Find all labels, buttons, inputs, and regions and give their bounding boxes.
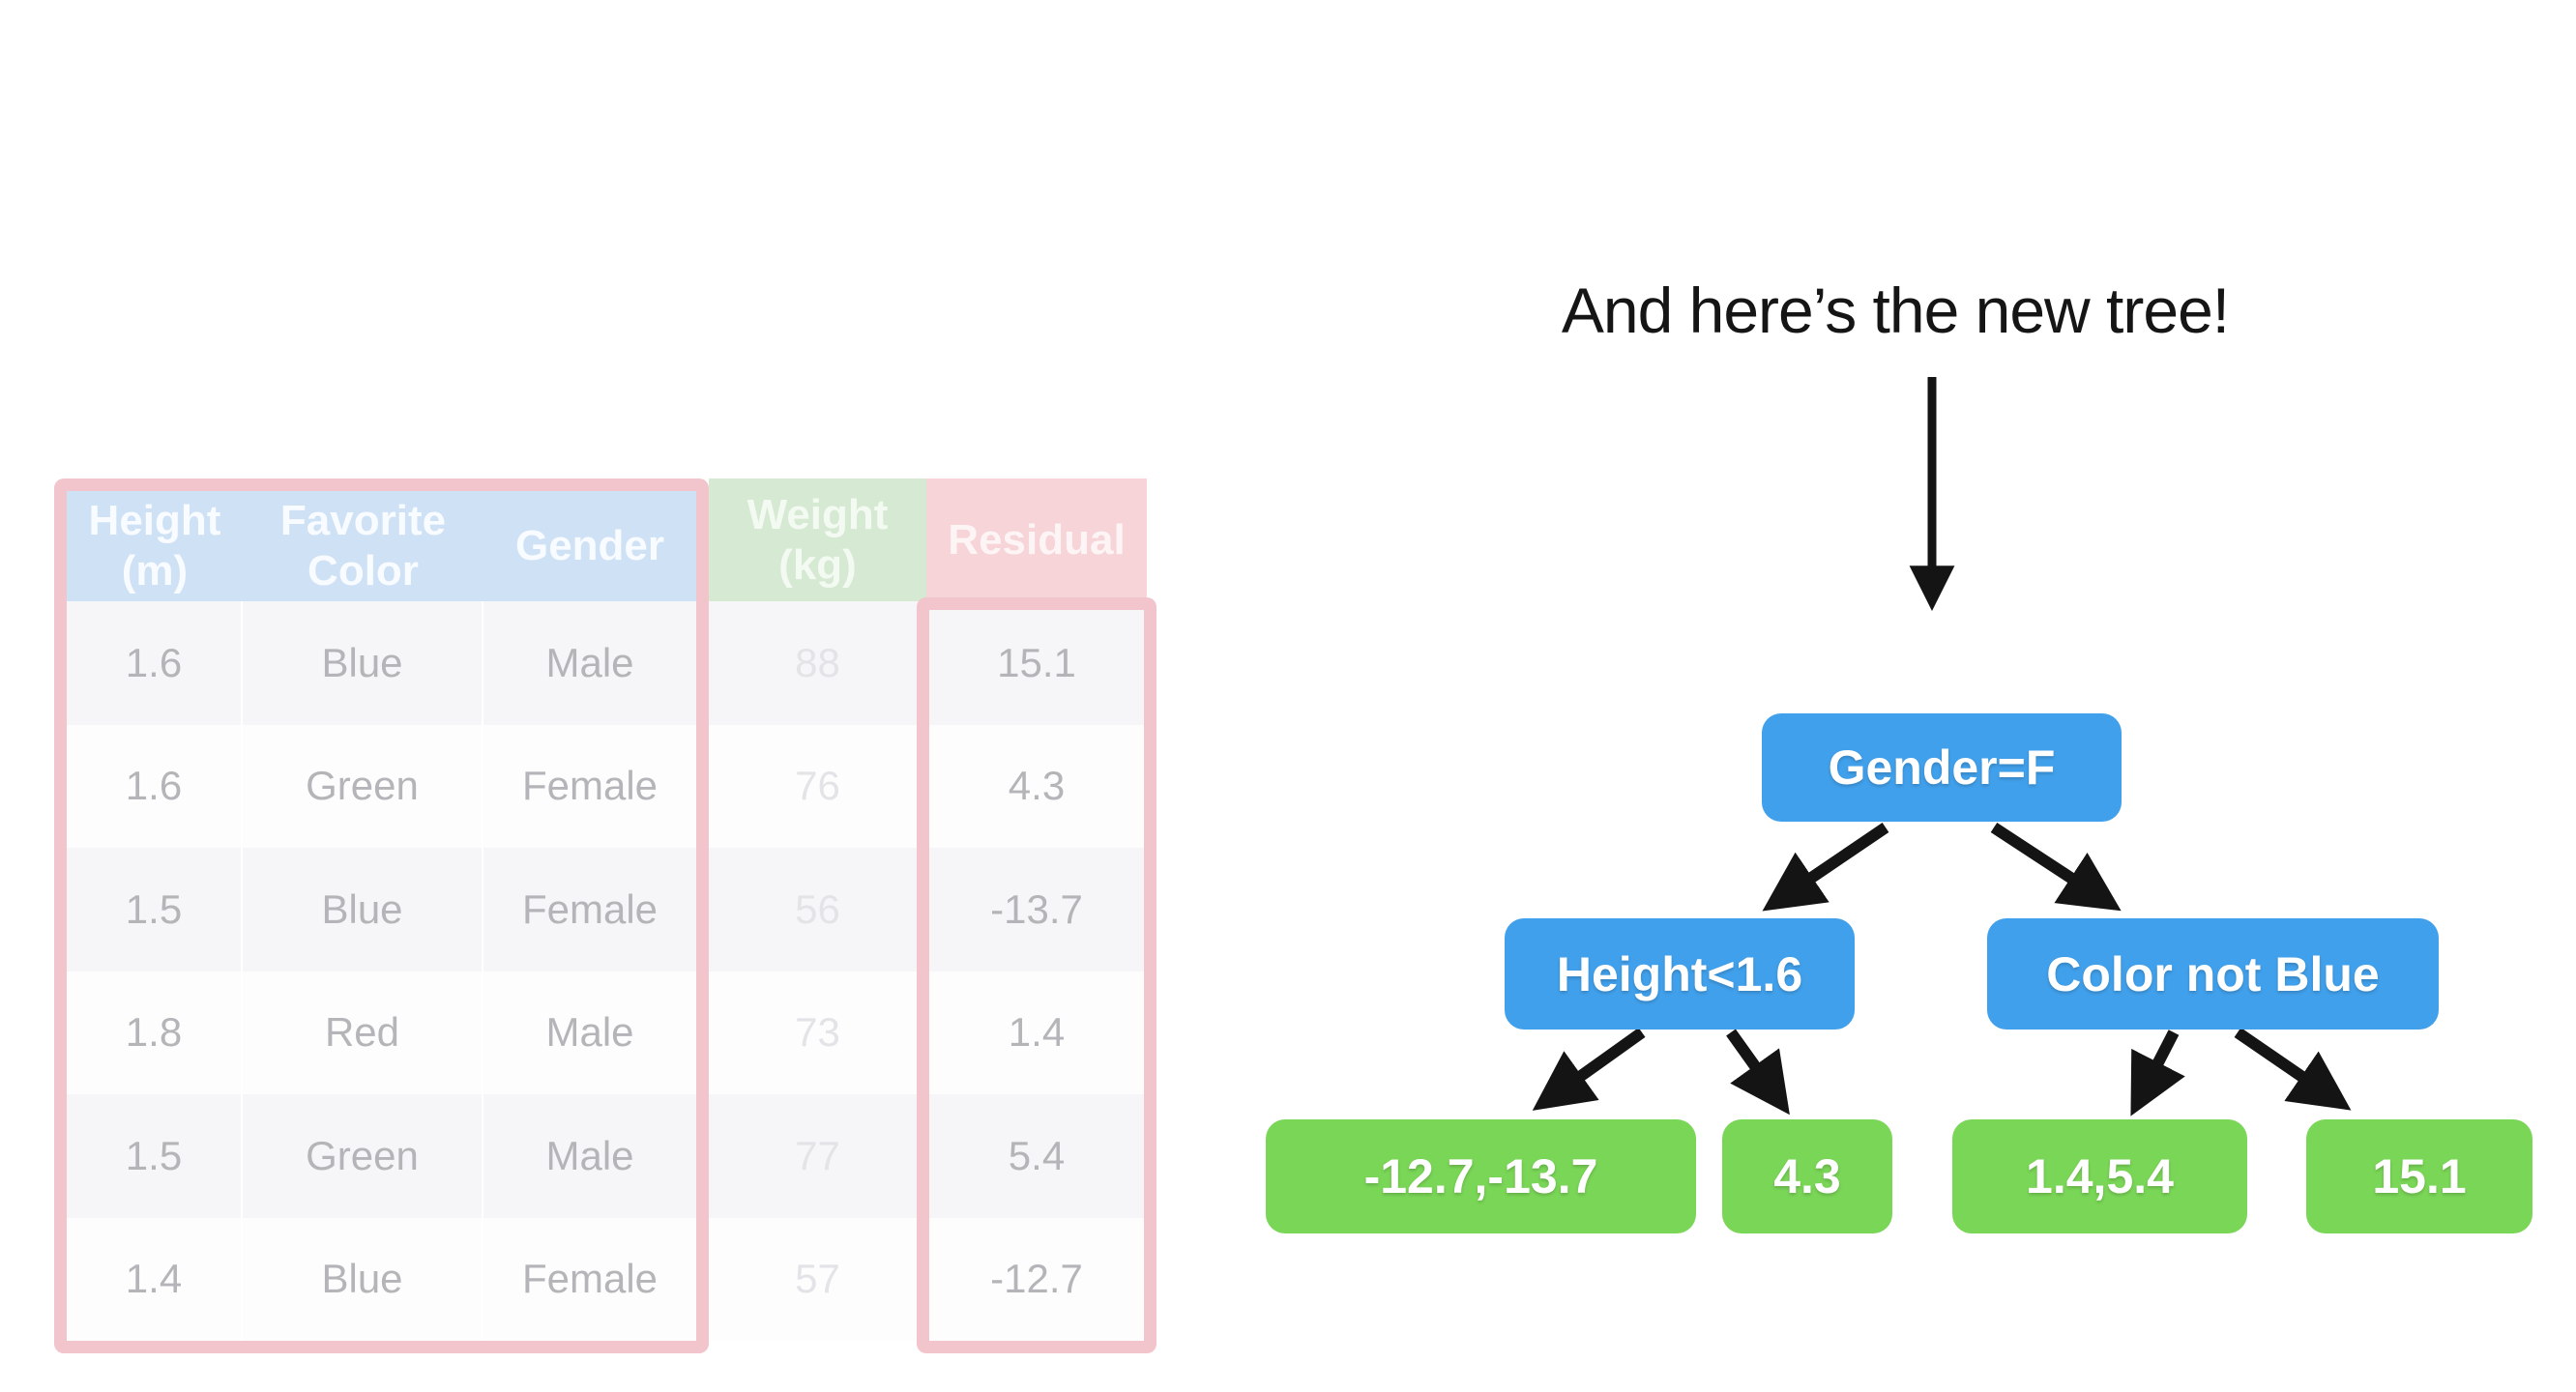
table-cell: -13.7: [926, 848, 1147, 972]
header-line: (m): [121, 547, 189, 594]
header-line: Favorite: [279, 497, 447, 544]
tree-node-right-child: Color not Blue: [1987, 918, 2439, 1030]
arrow-root-to-right-child: [1990, 822, 2122, 912]
table-column-favorite-color: Favorite Color Blue Green Blue Red Green…: [243, 491, 483, 1341]
table-cell: Male: [483, 601, 696, 725]
header-line: Weight: [746, 490, 889, 538]
table-cell: Blue: [243, 1217, 483, 1341]
table-cell: 1.5: [67, 848, 243, 972]
header-line: Color: [307, 547, 419, 594]
table-cell: 77: [709, 1094, 926, 1218]
table-column-residual: Residual 15.1 4.3 -13.7 1.4 5.4 -12.7: [926, 478, 1147, 1341]
arrow-left-child-to-leaf-2: [1726, 1029, 1790, 1116]
table-cell: 56: [709, 848, 926, 972]
table-cell: Female: [483, 1217, 696, 1341]
column-header-height: Height (m): [67, 491, 243, 601]
tree-leaf-4: 15.1: [2306, 1119, 2532, 1233]
table-cell: Blue: [243, 848, 483, 972]
table-cell: Female: [483, 848, 696, 972]
table-cell: 5.4: [926, 1094, 1147, 1218]
table-cell: 1.5: [67, 1094, 243, 1218]
table-cell: 15.1: [926, 601, 1147, 725]
table-cell: 76: [709, 724, 926, 848]
table-cell: 1.8: [67, 971, 243, 1094]
tree-leaf-2: 4.3: [1722, 1119, 1892, 1233]
table-column-height: Height (m) 1.6 1.6 1.5 1.8 1.5 1.4: [67, 491, 243, 1341]
table-cell: 73: [709, 971, 926, 1094]
arrow-right-child-to-leaf-3: [2130, 1030, 2185, 1116]
header-line: Gender: [514, 522, 665, 569]
table-cell: 1.4: [926, 971, 1147, 1094]
tree-leaf-3: 1.4,5.4: [1952, 1119, 2247, 1233]
table-cell: Green: [243, 724, 483, 848]
arrow-root-to-left-child: [1762, 823, 1889, 912]
table-cell: 1.4: [67, 1217, 243, 1341]
table-cell: Blue: [243, 601, 483, 725]
arrow-left-child-to-leaf-1: [1532, 1028, 1646, 1111]
column-header-weight: Weight (kg): [709, 478, 926, 601]
table-cell: Red: [243, 971, 483, 1094]
tree-node-left-child: Height<1.6: [1505, 918, 1855, 1030]
table-cell: -12.7: [926, 1217, 1147, 1341]
arrow-right-child-to-leaf-4: [2234, 1028, 2352, 1111]
tree-caption: And here’s the new tree!: [1561, 275, 2230, 346]
table-column-weight: Weight (kg) 88 76 56 73 77 57: [709, 478, 926, 1341]
header-line: Height: [88, 497, 221, 544]
tree-leaf-1: -12.7,-13.7: [1266, 1119, 1696, 1233]
table-cell: 1.6: [67, 724, 243, 848]
table-cell: Green: [243, 1094, 483, 1218]
table-cell: 57: [709, 1217, 926, 1341]
table-cell: Female: [483, 724, 696, 848]
table-column-gender: Gender Male Female Female Male Male Fema…: [483, 491, 696, 1341]
header-line: (kg): [778, 540, 857, 589]
header-line: Residual: [948, 515, 1126, 564]
table-cell: 4.3: [926, 724, 1147, 848]
tree-node-root: Gender=F: [1762, 713, 2122, 822]
column-header-residual: Residual: [926, 478, 1147, 601]
column-header-favorite-color: Favorite Color: [243, 491, 483, 601]
table-cell: Male: [483, 971, 696, 1094]
column-header-gender: Gender: [483, 491, 696, 601]
table-cell: 88: [709, 601, 926, 725]
table-cell: 1.6: [67, 601, 243, 725]
table-cell: Male: [483, 1094, 696, 1218]
